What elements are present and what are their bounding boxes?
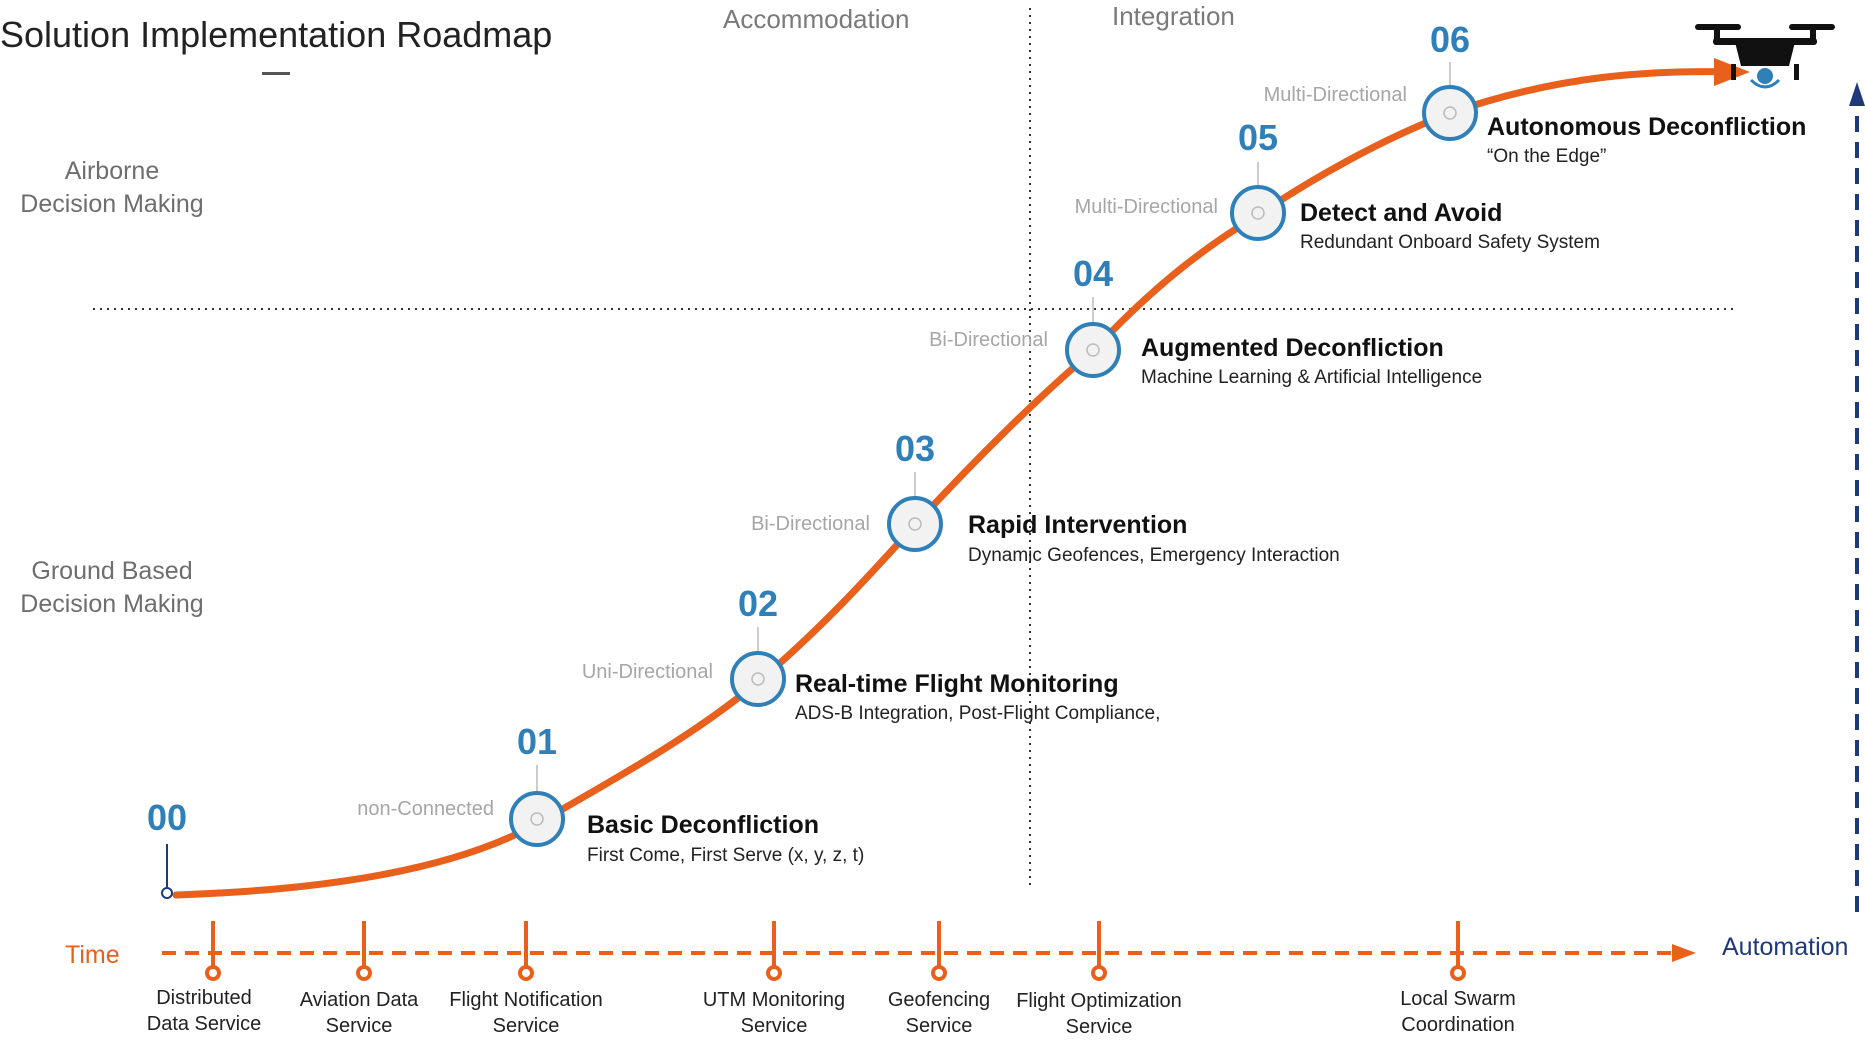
milestone-04-subtitle: Machine Learning & Artificial Intelligen… [1141, 367, 1483, 388]
service-2: Aviation Data Service [264, 987, 454, 1039]
zone-airborne-line1: Airborne [64, 157, 160, 185]
milestone-03-title: Rapid Intervention [968, 511, 1188, 539]
milestone-05-title: Detect and Avoid [1300, 199, 1503, 227]
service-5-line1: Geofencing [887, 989, 991, 1011]
service-3: Flight Notification Service [431, 987, 621, 1039]
title-underline [262, 72, 290, 75]
milestone-03-number: 03 [894, 428, 936, 469]
milestone-06-marker [1422, 62, 1478, 141]
milestone-02-number: 02 [737, 583, 779, 624]
page-title: Solution Implementation Roadmap [0, 14, 553, 55]
milestone-01-title: Basic Deconfliction [587, 811, 819, 839]
service-6: Flight Optimization Service [1004, 988, 1194, 1040]
service-ticks [205, 921, 1466, 981]
milestone-06-title: Autonomous Deconfliction [1487, 113, 1807, 141]
service-1: Distributed Data Service [109, 985, 299, 1037]
phase-accommodation: Accommodation [723, 4, 910, 34]
time-axis-label: Time [65, 941, 120, 969]
milestone-02-connectivity: Uni-Directional [581, 661, 713, 683]
zone-airborne: Airborne Decision Making [2, 155, 222, 221]
milestone-05-connectivity: Multi-Directional [1074, 196, 1218, 218]
milestone-06-subtitle: “On the Edge” [1487, 146, 1607, 167]
automation-axis-arrowhead [1849, 82, 1865, 106]
service-3-line1: Flight Notification [449, 989, 603, 1011]
service-7-line1: Local Swarm [1400, 988, 1516, 1010]
zone-ground: Ground Based Decision Making [2, 555, 222, 621]
milestone-00-start-dot [161, 887, 173, 899]
service-6-line2: Service [1065, 1016, 1133, 1038]
milestone-02-title: Real-time Flight Monitoring [795, 670, 1119, 698]
milestone-06-connectivity: Multi-Directional [1263, 84, 1407, 106]
milestone-06-number: 06 [1429, 19, 1471, 60]
service-3-line2: Service [492, 1015, 560, 1037]
zone-airborne-line2: Decision Making [20, 190, 204, 218]
milestone-04-title: Augmented Deconfliction [1141, 334, 1444, 362]
milestone-03-connectivity: Bi-Directional [751, 513, 870, 535]
zone-ground-line1: Ground Based [31, 557, 193, 585]
milestone-00-number: 00 [146, 797, 188, 838]
drone-icon [1695, 24, 1835, 89]
service-1-line1: Distributed [156, 987, 252, 1009]
milestone-03-subtitle: Dynamic Geofences, Emergency Interaction [968, 545, 1340, 566]
milestone-01-connectivity: non-Connected [357, 798, 494, 820]
milestone-05-number: 05 [1237, 117, 1279, 158]
milestone-01-marker [509, 765, 565, 847]
service-1-line2: Data Service [146, 1013, 262, 1035]
service-5: Geofencing Service [844, 987, 1034, 1039]
milestone-04-connectivity: Bi-Directional [929, 329, 1048, 351]
service-7: Local Swarm Coordination [1363, 986, 1553, 1038]
service-4: UTM Monitoring Service [679, 987, 869, 1039]
service-4-line2: Service [740, 1015, 808, 1037]
service-2-line1: Aviation Data [299, 989, 419, 1011]
milestone-04-marker [1065, 297, 1121, 378]
milestone-01-number: 01 [516, 721, 558, 762]
milestone-04-number: 04 [1072, 253, 1114, 294]
service-5-line2: Service [905, 1015, 973, 1037]
zone-ground-line2: Decision Making [20, 590, 204, 618]
service-6-line1: Flight Optimization [1016, 990, 1182, 1012]
milestone-02-marker [730, 627, 786, 707]
roadmap-curve [172, 68, 1739, 899]
milestone-05-marker [1230, 162, 1286, 241]
automation-axis-label: Automation [1722, 933, 1849, 961]
milestone-05-subtitle: Redundant Onboard Safety System [1300, 232, 1600, 253]
phase-integration: Integration [1112, 1, 1235, 31]
service-7-line2: Coordination [1401, 1014, 1515, 1036]
milestone-01-subtitle: First Come, First Serve (x, y, z, t) [587, 845, 865, 866]
service-2-line2: Service [325, 1015, 393, 1037]
service-4-line1: UTM Monitoring [702, 989, 846, 1011]
milestone-03-marker [887, 472, 943, 552]
milestone-02-subtitle: ADS-B Integration, Post-Flight Complianc… [795, 703, 1161, 724]
time-axis-arrowhead [1672, 944, 1696, 962]
